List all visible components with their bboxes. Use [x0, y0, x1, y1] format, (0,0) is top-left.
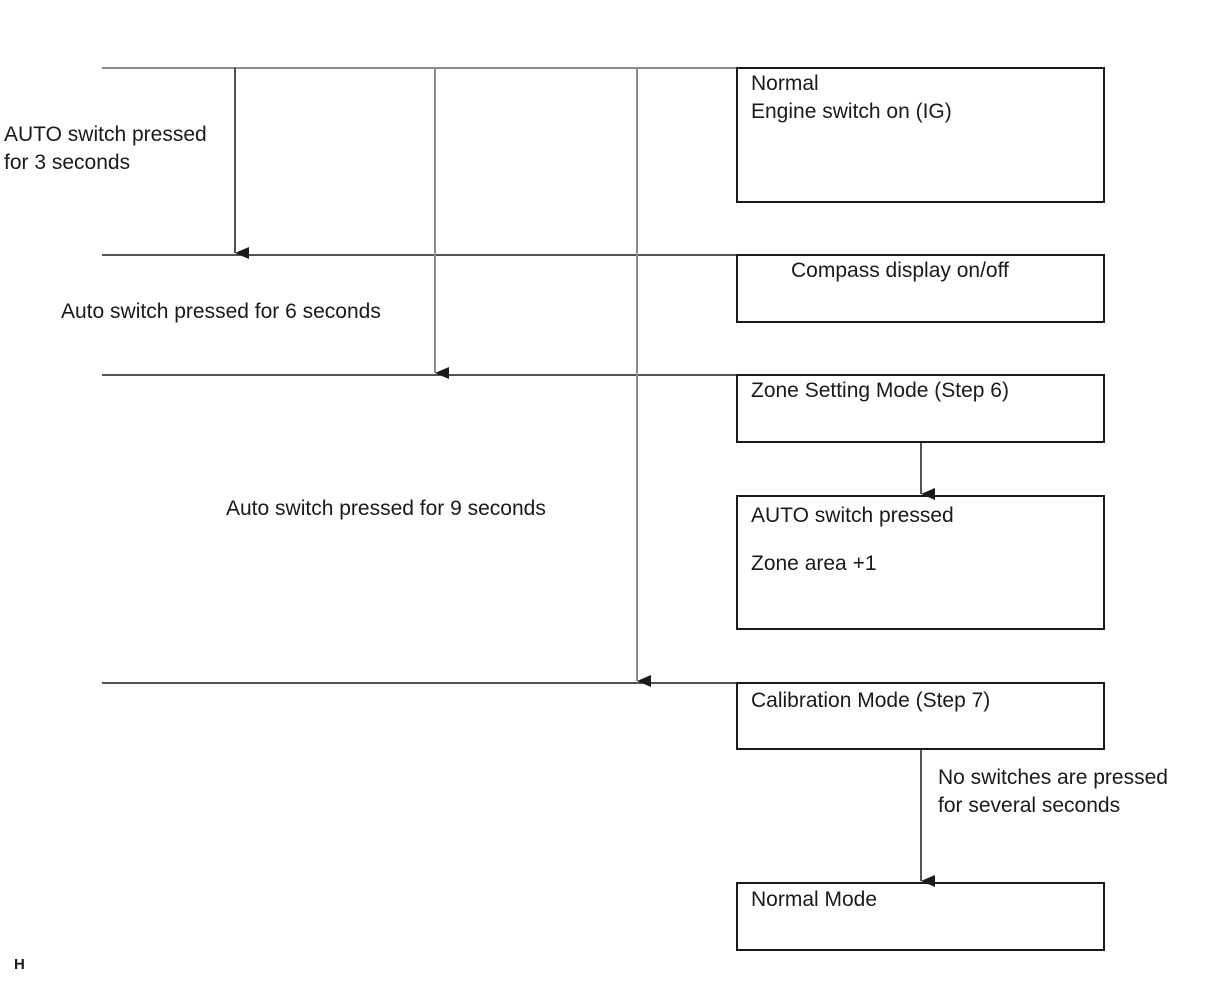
label-9-seconds: Auto switch pressed for 9 seconds [226, 497, 546, 520]
box-normal-mode [736, 882, 1105, 951]
box-compass [736, 254, 1105, 323]
label-no-switches-line2: for several seconds [938, 794, 1121, 817]
label-no-switches-line1: No switches are pressed [938, 766, 1168, 789]
box-zone-setting-title: Zone Setting Mode (Step 6) [751, 379, 1009, 402]
box-normal-title: Normal [751, 72, 819, 95]
label-3-seconds-line1: AUTO switch pressed [4, 123, 207, 146]
label-3-seconds-line2: for 3 seconds [4, 151, 131, 174]
box-calibration [736, 682, 1105, 750]
box-zone-setting [736, 374, 1105, 443]
box-compass-title: Compass display on/off [791, 259, 1009, 282]
box-auto-pressed-title: AUTO switch pressed [751, 504, 954, 527]
box-auto-pressed [736, 495, 1105, 630]
footer-mark: H [14, 956, 25, 973]
box-calibration-title: Calibration Mode (Step 7) [751, 689, 991, 712]
box-normal-subtitle: Engine switch on (IG) [751, 100, 952, 123]
box-normal-mode-title: Normal Mode [751, 888, 878, 911]
label-6-seconds: Auto switch pressed for 6 seconds [61, 300, 381, 323]
box-auto-pressed-subtitle: Zone area +1 [751, 552, 877, 575]
box-normal [736, 67, 1105, 203]
